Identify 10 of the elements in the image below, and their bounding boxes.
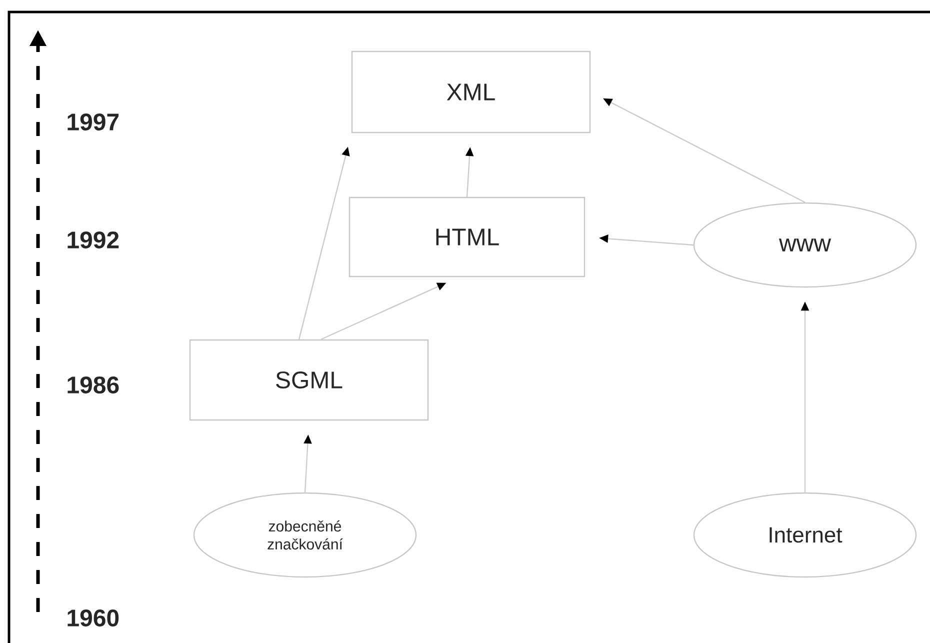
ellipse-node: zobecněné značkování xyxy=(193,492,417,578)
box: SGML xyxy=(189,339,429,421)
year-label: 1997 xyxy=(68,114,119,130)
year-label: 1960 xyxy=(68,610,119,626)
box: XML xyxy=(351,50,591,134)
year-label: 1992 xyxy=(68,232,119,248)
year-label: 1986 xyxy=(68,376,119,394)
box: HTML xyxy=(348,196,586,278)
ellipse-node: www xyxy=(693,202,917,288)
ellipse-node: Internet xyxy=(693,492,917,578)
